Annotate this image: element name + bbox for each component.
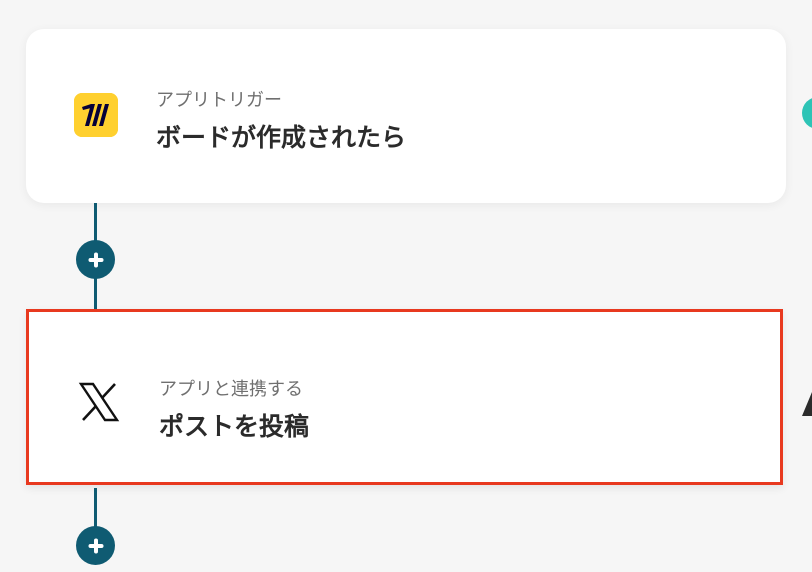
x-logo-icon <box>77 380 121 424</box>
warning-icon <box>800 388 812 418</box>
trigger-title: ボードが作成されたら <box>156 123 407 152</box>
trigger-subtitle: アプリトリガー <box>156 90 282 111</box>
flow-connector <box>94 488 97 550</box>
add-step-button[interactable] <box>76 240 115 279</box>
action-subtitle: アプリと連携する <box>159 379 303 400</box>
action-card[interactable]: アプリと連携する ポストを投稿 <box>26 309 783 485</box>
miro-icon <box>74 93 118 137</box>
action-title: ポストを投稿 <box>159 412 310 441</box>
trigger-card[interactable]: アプリトリガー ボードが作成されたら <box>26 29 786 203</box>
add-step-button[interactable] <box>76 526 115 565</box>
status-dot <box>802 97 812 129</box>
